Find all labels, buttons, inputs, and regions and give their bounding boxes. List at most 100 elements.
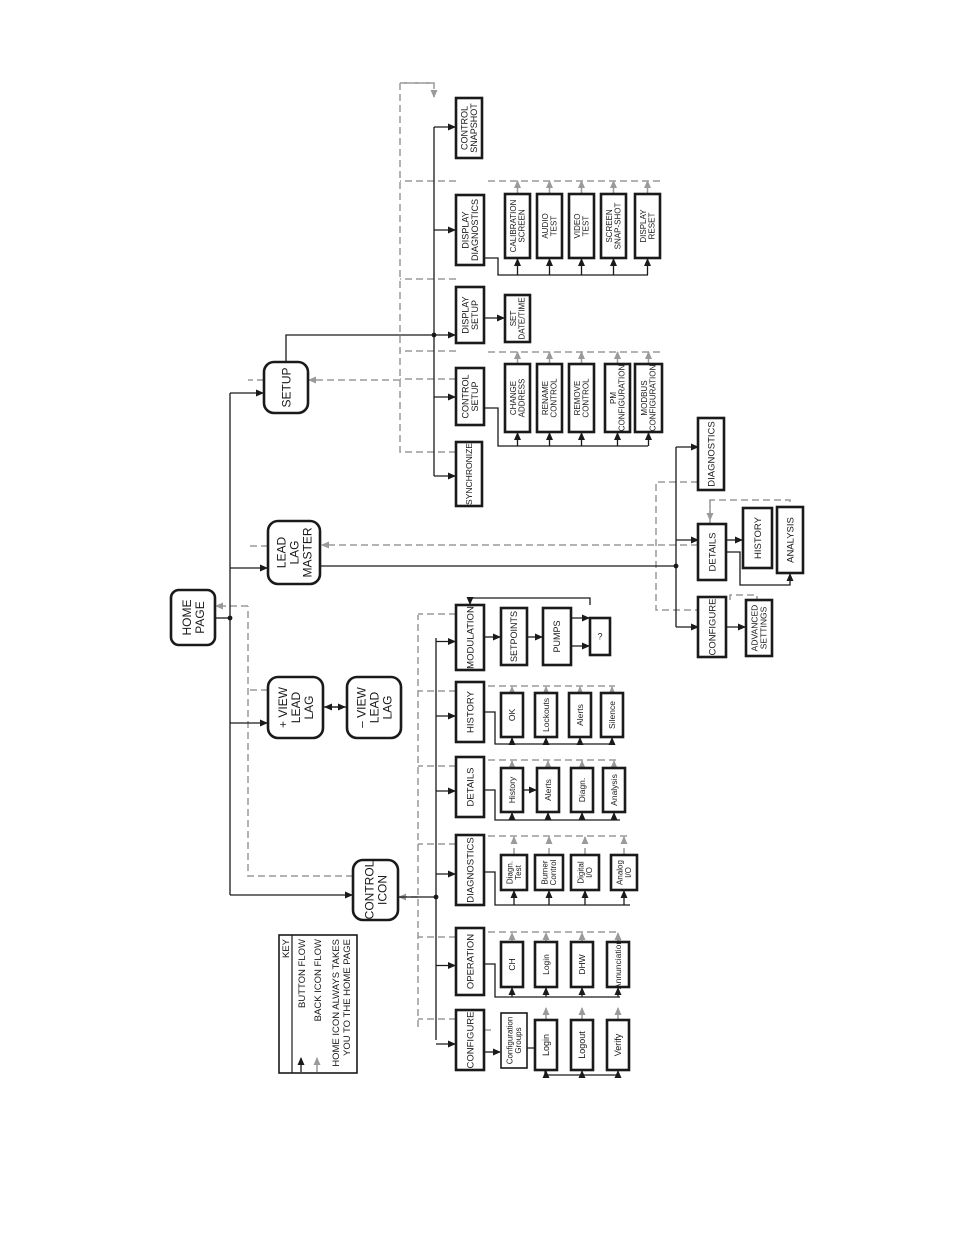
setup-node-frame	[262, 360, 310, 415]
setup-display-diagnostics-button-frame	[454, 193, 486, 267]
configure-item-1-label-line: Logout	[577, 1031, 587, 1059]
lead-lag-master-node-label-line: MASTER	[300, 527, 314, 577]
setup-display-setup-button[interactable]: DISPLAYSETUP	[454, 285, 486, 345]
home-page-node-label: HOMEPAGE	[180, 600, 207, 636]
details-item-0[interactable]: History	[499, 766, 525, 814]
history-item-1[interactable]: Lockouts	[533, 691, 559, 739]
control-setup-item-3[interactable]: PMCONFIGURATION	[603, 362, 632, 434]
setup-display-setup-button-label-line: DISPLAY	[460, 296, 470, 333]
back-flow-line	[655, 481, 698, 611]
control-modulation-button-label: MODULATION	[465, 606, 476, 669]
history-item-0-label: OK	[507, 709, 517, 722]
control-configure-button[interactable]: CONFIGURE	[454, 1008, 486, 1072]
history-item-3[interactable]: Silence	[599, 691, 625, 739]
display-diagnostics-item-0[interactable]: CALIBRATIONSCREEN	[503, 192, 532, 260]
setup-trunk	[285, 334, 434, 362]
modulation-pumps-button[interactable]: PUMPS	[541, 606, 573, 667]
control-diagnostics-button[interactable]: DIAGNOSTICS	[454, 833, 486, 907]
configure-item-0[interactable]: Login	[533, 1018, 559, 1072]
modulation-setpoints-button-frame	[499, 606, 529, 667]
modulation-setpoints-button[interactable]: SETPOINTS	[499, 606, 529, 667]
history-item-3-label-line: Silence	[607, 701, 617, 729]
diagnostics-item-3[interactable]: AnalogI/O	[609, 853, 639, 892]
configure-item-1[interactable]: Logout	[569, 1018, 595, 1072]
setup-control-setup-button[interactable]: CONTROLSETUP	[454, 366, 486, 427]
modulation-pumps-button-frame	[541, 606, 573, 667]
operation-item-3[interactable]: Annunciation	[605, 940, 631, 989]
display-setup-item-0[interactable]: SETDATE/TIME	[503, 293, 532, 344]
control-operation-button[interactable]: OPERATION	[454, 926, 486, 997]
lead-lag-master-node-label-line: LAG	[287, 540, 301, 564]
control-setup-item-0[interactable]: CHANGEADDRESS	[503, 362, 532, 434]
control-history-button-label: HISTORY	[465, 690, 476, 733]
control-modulation-button[interactable]: MODULATION	[454, 603, 486, 672]
diagnostics-item-0[interactable]: Diagn.Test	[499, 853, 529, 892]
setup-display-diagnostics-button-label: DISPLAYDIAGNOSTICS	[460, 199, 480, 261]
view-lead-lag-minus-node[interactable]: – VIEWLEADLAG	[345, 675, 403, 740]
display-diagnostics-item-1-label-line: TEST	[550, 216, 559, 237]
details-item-3-label: Analysis	[609, 774, 619, 806]
diagnostics-item-1[interactable]: BurnerControl	[533, 853, 565, 892]
setup-synchronize-button-frame	[454, 440, 484, 508]
leadlag-details-button[interactable]: DETAILS	[696, 522, 728, 582]
control-details-button[interactable]: DETAILS	[454, 755, 486, 819]
key-note-line-2: YOU TO THE HOME PAGE	[342, 939, 353, 1056]
display-diagnostics-item-3[interactable]: SCREENSNAP-SHOT	[599, 192, 628, 260]
setup-display-setup-button-label-line: SETUP	[470, 300, 480, 330]
operation-item-2-frame	[569, 940, 595, 989]
display-diagnostics-item-1-label: AUDIOTEST	[541, 213, 559, 238]
control-setup-item-4[interactable]: MODBUSCONFIGURATION	[633, 362, 664, 434]
history-item-2[interactable]: Alerts	[567, 691, 593, 739]
setup-node[interactable]: SETUP	[262, 360, 310, 415]
leadlag-advanced-settings-button[interactable]: ADVANCEDSETTINGS	[744, 598, 774, 658]
configure-item-2[interactable]: Verify	[605, 1018, 631, 1072]
control-setup-item-2-label-line: CONTROL	[582, 378, 591, 418]
control-history-button[interactable]: HISTORY	[454, 680, 486, 744]
operation-item-1[interactable]: Login	[533, 940, 559, 989]
control-setup-item-1[interactable]: RENAMECONTROL	[535, 362, 564, 434]
history-item-1-frame	[533, 691, 559, 739]
view-lead-lag-plus-node[interactable]: + VIEWLEADLAG	[266, 675, 325, 740]
control-setup-item-4-label-line: CONFIGURATION	[649, 365, 658, 432]
control-setup-item-1-frame	[535, 362, 564, 434]
display-diagnostics-item-1[interactable]: AUDIOTEST	[535, 192, 564, 260]
leadlag-configure-button[interactable]: CONFIGURE	[696, 595, 728, 659]
setup-control-snapshot-button[interactable]: CONTROLSNAPSHOT	[454, 96, 484, 160]
control-icon-node-label-line: CONTROL	[362, 860, 376, 919]
setup-display-diagnostics-button-label-line: DISPLAY	[460, 211, 470, 248]
operation-item-3-label-line: Annunciation	[613, 940, 623, 989]
configure-groups-button[interactable]: ConfigurationGroups	[500, 1012, 528, 1069]
setup-display-diagnostics-button[interactable]: DISPLAYDIAGNOSTICS	[454, 193, 486, 267]
control-setup-item-3-label: PMCONFIGURATION	[609, 365, 627, 432]
view-lead-lag-plus-node-label: + VIEWLEADLAG	[276, 686, 316, 728]
leadlag-history-button[interactable]: HISTORY	[741, 506, 774, 570]
operation-item-0-label: CH	[507, 958, 517, 970]
leadlag-diagnostics-button[interactable]: DIAGNOSTICS	[696, 416, 726, 492]
display-diagnostics-item-2[interactable]: VIDEOTEST	[567, 192, 596, 260]
details-item-1[interactable]: Alerts	[535, 766, 561, 814]
setup-node-label: SETUP	[279, 367, 293, 407]
lead-lag-master-node[interactable]: LEADLAGMASTER	[266, 519, 322, 586]
history-item-0[interactable]: OK	[499, 691, 525, 739]
back-icon-flow-lines	[215, 82, 791, 1031]
display-diagnostics-item-4[interactable]: DISPLAYRESET	[633, 192, 662, 260]
diagnostics-item-3-frame	[609, 853, 639, 892]
history-item-2-label-line: Alerts	[575, 704, 585, 726]
control-setup-item-1-label-line: CONTROL	[550, 378, 559, 418]
diagnostics-item-2[interactable]: DigitalI/O	[569, 853, 601, 892]
operation-item-0[interactable]: CH	[499, 940, 525, 989]
leadlag-analysis-button[interactable]: ANALYSIS	[775, 505, 805, 575]
history-item-3-label: Silence	[607, 701, 617, 729]
modulation-unknown-button[interactable]: ?	[588, 616, 612, 657]
home-page-node[interactable]: HOMEPAGE	[169, 588, 217, 647]
control-icon-node[interactable]: CONTROLICON	[351, 858, 400, 922]
setup-synchronize-button[interactable]: SYNCHRONIZE	[454, 440, 484, 508]
display-diagnostics-item-0-label-line: SCREEN	[518, 209, 527, 243]
operation-item-2[interactable]: DHW	[569, 940, 595, 989]
details-item-3[interactable]: Analysis	[601, 766, 627, 814]
details-item-2[interactable]: Diagn.	[569, 766, 595, 814]
setup-control-setup-button-label-line: CONTROL	[460, 374, 470, 418]
history-item-0-frame	[499, 691, 525, 739]
control-setup-item-2[interactable]: REMOVECONTROL	[567, 362, 596, 434]
